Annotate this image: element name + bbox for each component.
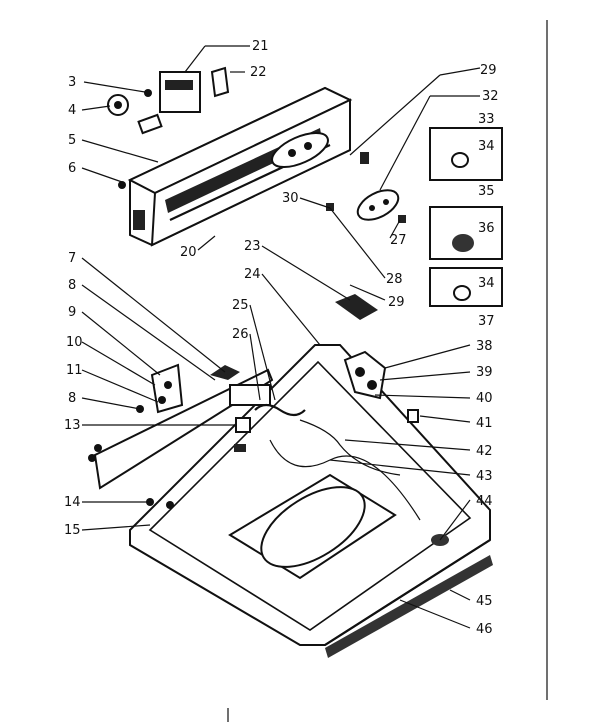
- timer-motor-assembly: [107, 66, 230, 135]
- leader-lines: [81, 45, 481, 629]
- callout-15: 15: [64, 523, 81, 538]
- callout-13: 13: [64, 418, 81, 433]
- callout-7: 7: [68, 251, 76, 266]
- callout-6-top: 6: [68, 161, 76, 176]
- callout-42: 42: [476, 444, 493, 459]
- callout-24: 24: [244, 267, 261, 282]
- callout-14: 14: [64, 495, 81, 510]
- wiring-harness: [234, 417, 449, 546]
- callout-21: 21: [252, 39, 269, 54]
- callout-35: 35: [478, 184, 495, 199]
- callout-32: 32: [482, 89, 499, 104]
- callout-33: 33: [478, 112, 495, 127]
- callout-25: 25: [232, 298, 249, 313]
- callout-28-top: 28: [386, 272, 403, 287]
- lid-switch-bracket: [335, 294, 419, 423]
- console-panel: [127, 86, 353, 247]
- callout-4: 4: [68, 103, 76, 118]
- callout-41: 41: [476, 416, 493, 431]
- callout-39: 39: [476, 365, 493, 380]
- callout-43: 43: [476, 469, 493, 484]
- callout-34-bottom: 34: [478, 276, 495, 291]
- callout-8-top: 8: [68, 278, 76, 293]
- callout-37: 37: [478, 314, 495, 329]
- callout-5: 5: [68, 133, 76, 148]
- callout-29-bottom: 29: [388, 295, 405, 310]
- callout-46: 46: [476, 622, 493, 637]
- callout-23: 23: [244, 239, 261, 254]
- callout-9: 9: [68, 305, 76, 320]
- callout-8-bottom: 8: [68, 391, 76, 406]
- control-knob-parts: [326, 127, 503, 307]
- callout-20: 20: [180, 245, 197, 260]
- callout-29-top: 29: [480, 63, 497, 78]
- callout-22: 22: [250, 65, 267, 80]
- callout-30: 30: [282, 191, 299, 206]
- callout-27: 27: [390, 233, 407, 248]
- callout-36: 36: [478, 221, 495, 236]
- callout-26: 26: [232, 327, 249, 342]
- callout-labels: 21 22 3 4 5 6 29 32 33 34 30 35 36 27 20…: [64, 39, 499, 637]
- callout-34-top: 34: [478, 139, 495, 154]
- callout-45: 45: [476, 594, 493, 609]
- callout-11: 11: [66, 363, 83, 378]
- callout-40: 40: [476, 391, 493, 406]
- callout-38: 38: [476, 339, 493, 354]
- callout-3: 3: [68, 75, 76, 90]
- callout-44: 44: [476, 494, 493, 509]
- washer-top-assembly: [129, 344, 493, 658]
- callout-10: 10: [66, 335, 83, 350]
